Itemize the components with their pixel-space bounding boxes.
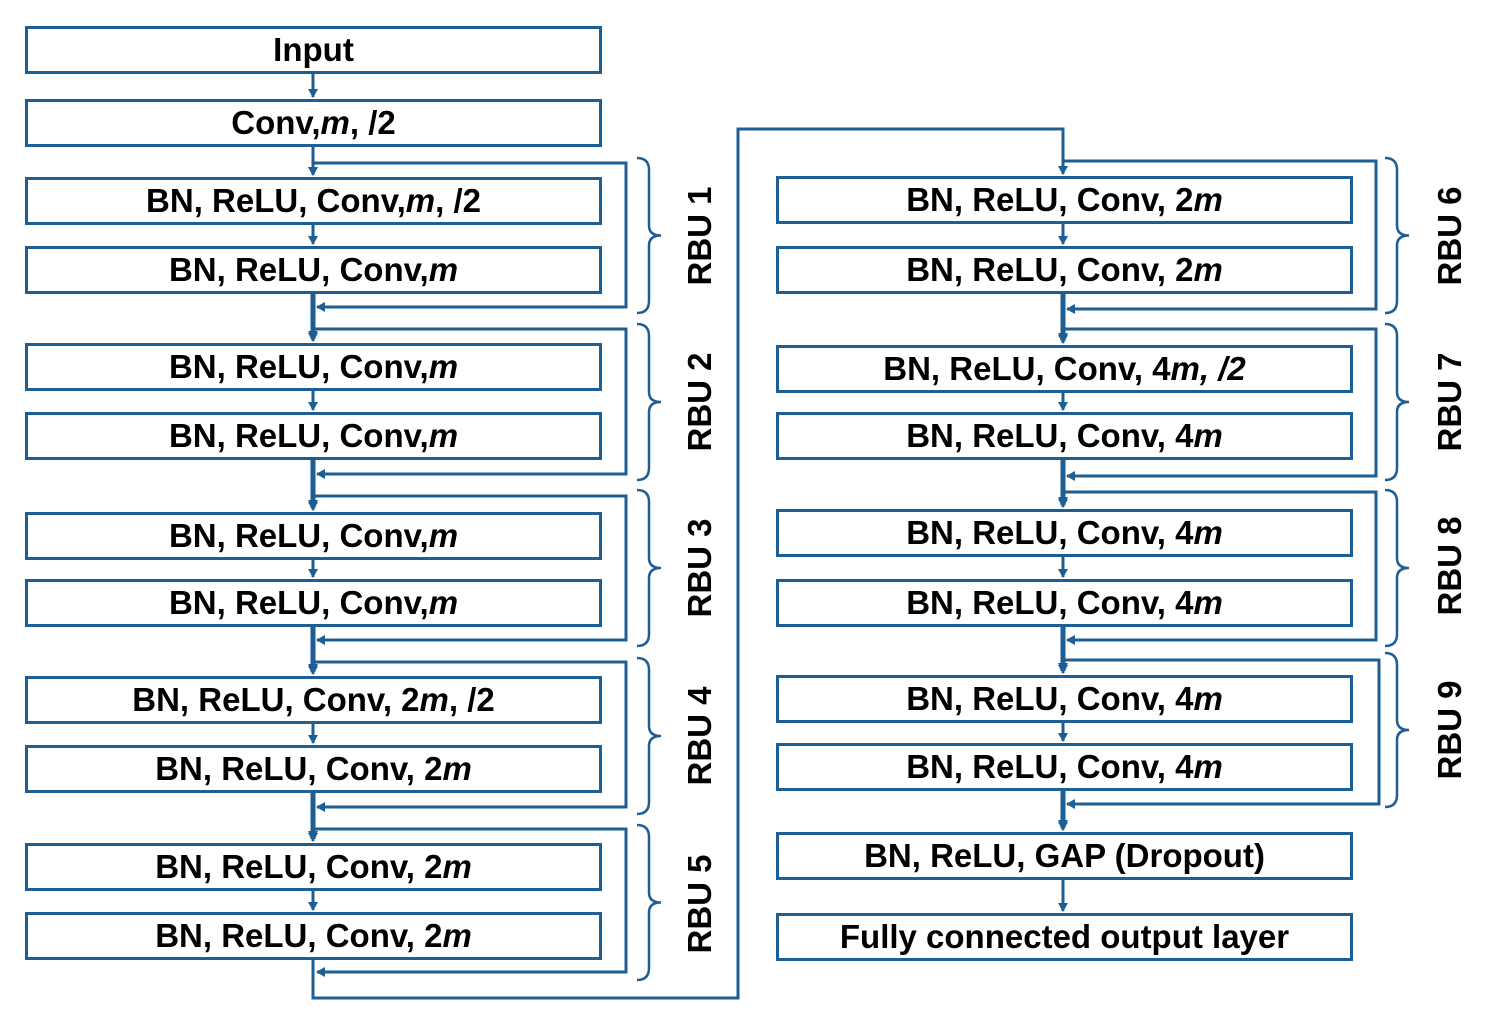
rbu5-skip-connection (313, 827, 628, 977)
gap-layer: BN, ReLU, GAP (Dropout) (776, 832, 1353, 880)
rbu-label-9: RBU 9 (1431, 680, 1468, 780)
rbu1-conv-b: BN, ReLU, Conv, m (25, 246, 602, 294)
rbu9-brace (1384, 651, 1410, 809)
rbu2-conv-b: BN, ReLU, Conv, m (25, 412, 602, 460)
rbu-label-3: RBU 3 (681, 518, 718, 618)
rbu2-conv-a: BN, ReLU, Conv, m (25, 343, 602, 391)
rbu7-skip-connection (1063, 327, 1378, 481)
rbu-label-5: RBU 5 (681, 854, 718, 954)
rbu4-brace (636, 656, 662, 816)
rbu1-brace (636, 156, 662, 315)
rbu6-brace (1384, 156, 1410, 315)
rbu8-skip-connection (1063, 490, 1378, 645)
rbu3-conv-b: BN, ReLU, Conv, m (25, 579, 602, 627)
rbu-label-8: RBU 8 (1431, 516, 1468, 616)
rbu3-conv-a: BN, ReLU, Conv, m (25, 512, 602, 560)
rbu2-brace (636, 322, 662, 482)
conv-stem-layer: Conv, m, /2 (25, 99, 602, 147)
rbu-label-4: RBU 4 (681, 686, 718, 786)
rbu6-skip-connection (1063, 159, 1378, 314)
rbu3-skip-connection (313, 494, 628, 645)
rbu9-skip-connection (1063, 658, 1381, 809)
fully-connected-layer: Fully connected output layer (776, 913, 1353, 961)
rbu4-skip-connection (313, 660, 628, 812)
column-crossover-connector (311, 127, 1068, 1000)
rbu1-skip-connection (313, 161, 628, 312)
rbu-label-2: RBU 2 (681, 352, 718, 452)
rbu8-brace (1384, 488, 1410, 648)
input-layer: Input (25, 26, 602, 74)
rbu-label-1: RBU 1 (681, 186, 718, 286)
rbu1-conv-a: BN, ReLU, Conv, m, /2 (25, 177, 602, 225)
rbu3-brace (636, 488, 662, 648)
rbu-label-7: RBU 7 (1431, 352, 1468, 452)
rbu2-skip-connection (313, 327, 628, 479)
rbu5-brace (636, 823, 662, 982)
rbu-label-6: RBU 6 (1431, 186, 1468, 286)
rbu7-brace (1384, 322, 1410, 482)
